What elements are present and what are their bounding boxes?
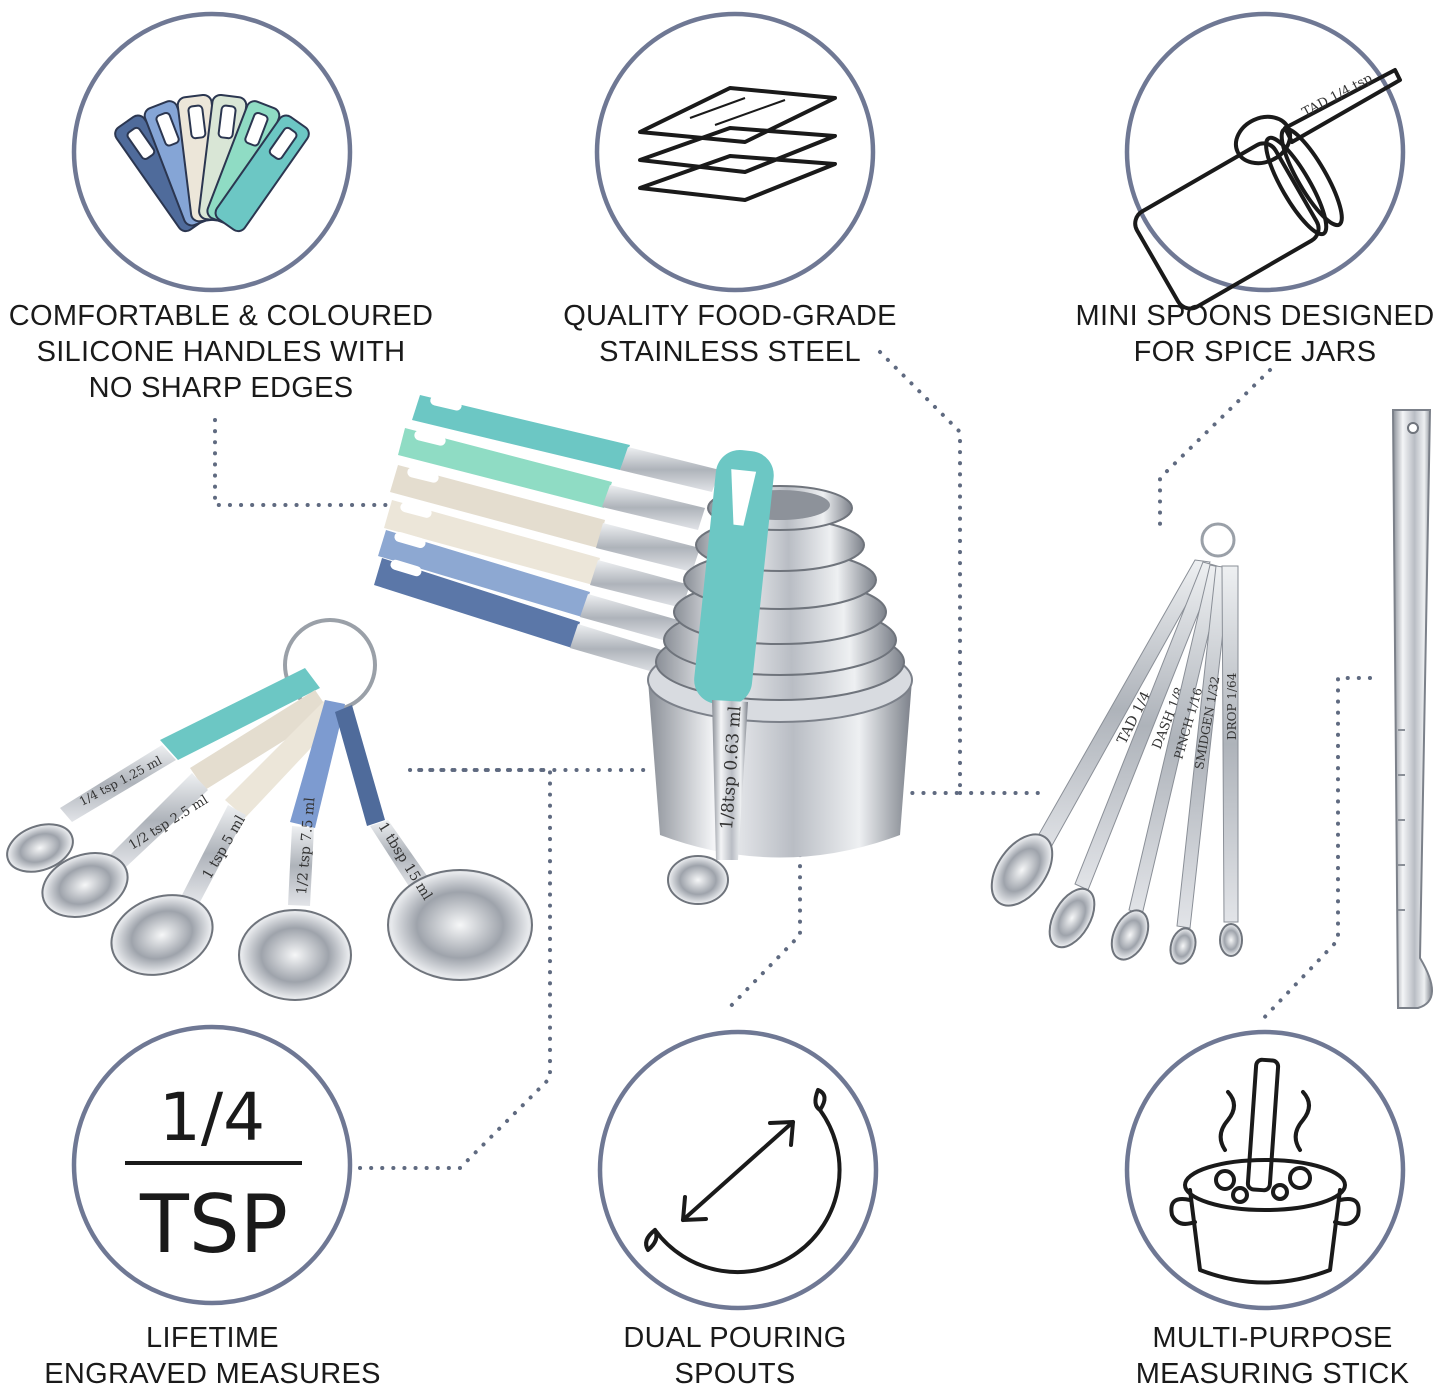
caption-spouts-line-2: SPOUTS (674, 1358, 796, 1390)
caption-handles-line-2: SILICONE HANDLES WITH (36, 336, 406, 368)
cup-handles (374, 395, 720, 674)
caption-steel-line-1: QUALITY FOOD-GRADE (563, 300, 897, 332)
caption-handles-line-1: COMFORTABLE & COLOURED (8, 300, 434, 332)
caption-steel: QUALITY FOOD-GRADE STAINLESS STEEL (530, 298, 930, 370)
connector-steel (878, 350, 962, 795)
measure-badge-unit: TSP (139, 1178, 288, 1271)
cup-handle-mint (398, 428, 705, 530)
mini-spoon-drop: DROP 1/64 (1219, 565, 1243, 957)
connector-handles (213, 418, 407, 507)
caption-stick-line-1: MULTI-PURPOSE (1152, 1322, 1393, 1354)
caption-measures-line-1: LIFETIME (146, 1322, 279, 1354)
cup-handle-navy (374, 558, 668, 674)
steel-layers-icon (594, 11, 876, 293)
caption-measures-line-2: ENGRAVED MEASURES (44, 1358, 381, 1390)
cup-handle-cream (390, 465, 700, 572)
connector-mini-spoons (1158, 368, 1272, 527)
spoon-one-tbsp: 1 tbsp 15 ml (335, 705, 533, 981)
cooking-pot-stick-icon (1124, 1029, 1406, 1311)
caption-handles-line-3: NO SHARP EDGES (88, 372, 354, 404)
spoon-engraving-1: 1/4 tsp 1.25 ml (77, 753, 164, 808)
caption-handles: COMFORTABLE & COLOURED SILICONE HANDLES … (0, 298, 442, 406)
pouring-spout-icon (597, 1029, 879, 1311)
measure-badge-fraction: 1/4 (159, 1079, 265, 1156)
caption-stick: MULTI-PURPOSE MEASURING STICK (1105, 1320, 1440, 1392)
measuring-cups: 1/8tsp 0.63 ml (374, 395, 913, 905)
front-teal-spoon: 1/8tsp 0.63 ml (667, 450, 774, 905)
connector-measures (358, 768, 552, 1170)
measuring-spoons: 1/4 tsp 1.25 ml 1/2 tsp 2.5 ml 1 tsp 5 m… (6, 618, 533, 1001)
caption-spouts: DUAL POURING SPOUTS (560, 1320, 910, 1392)
caption-steel-line-2: STAINLESS STEEL (599, 336, 861, 368)
cup-handle-sky (378, 530, 678, 642)
engraved-measure-icon: 1/4 TSP (71, 1024, 353, 1306)
connector-lines (213, 350, 1372, 1170)
spice-jar-spoon-icon: TAD 1/4 tsp (1124, 11, 1406, 311)
connector-spouts (723, 853, 802, 1014)
caption-mini-spoons-line-2: FOR SPICE JARS (1133, 336, 1377, 368)
connector-stick (1258, 676, 1372, 1024)
mini-engraving-drop: DROP 1/64 (1225, 672, 1239, 740)
caption-spouts-line-1: DUAL POURING (623, 1322, 847, 1354)
caption-stick-line-2: MEASURING STICK (1135, 1358, 1410, 1390)
colored-handles-icon (71, 11, 353, 293)
cup-handle-cream2 (384, 500, 690, 608)
caption-mini-spoons-line-1: MINI SPOONS DESIGNED (1075, 300, 1435, 332)
measuring-stick (1391, 409, 1433, 1009)
caption-measures: LIFETIME ENGRAVED MEASURES (20, 1320, 405, 1392)
cup-handle-teal (412, 395, 720, 492)
mini-spoon-set: TAD 1/4 DASH 1/8 PINCH 1/16 SMIDGEN 1/32… (990, 522, 1243, 965)
caption-mini-spoons: MINI SPOONS DESIGNED FOR SPICE JARS (1060, 298, 1445, 370)
